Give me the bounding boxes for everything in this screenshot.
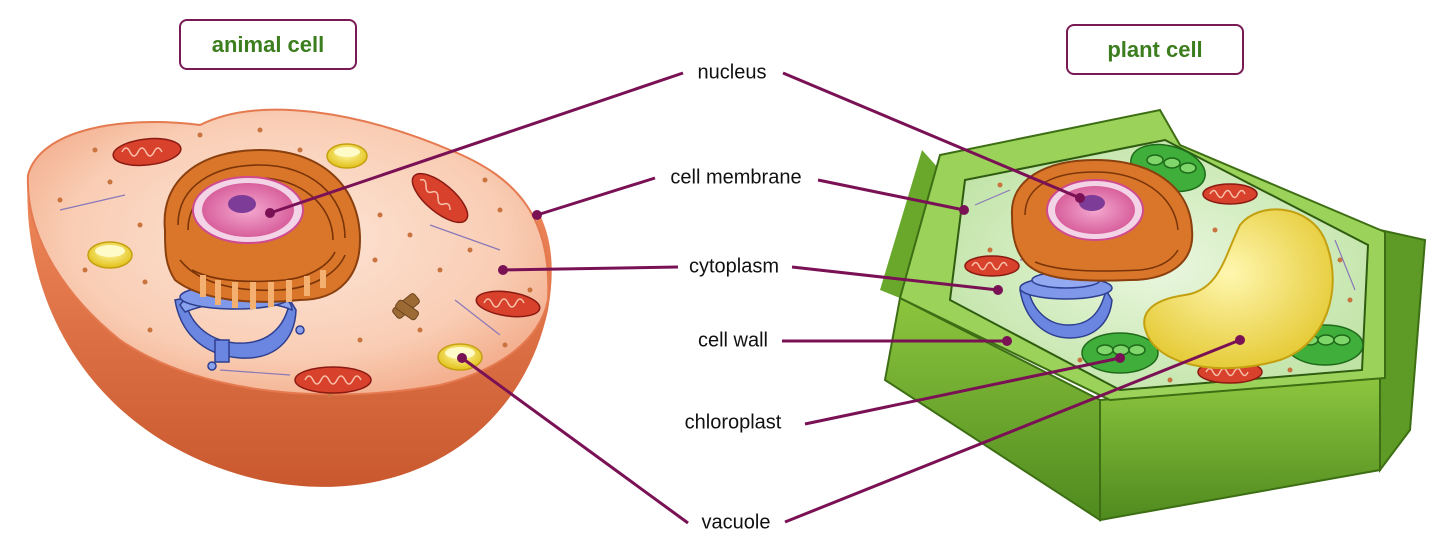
leader-cytoplasm-animal xyxy=(502,265,679,272)
plant-vacuole xyxy=(1143,208,1334,370)
plant-wall-front-side xyxy=(1099,376,1381,522)
animal-cell-title: animal cell xyxy=(179,19,357,70)
leader-vacuole-animal xyxy=(461,356,689,525)
label-cytoplasm: cytoplasm xyxy=(688,255,780,278)
plant-cell xyxy=(880,108,1427,522)
leader-nucleus-plant xyxy=(782,71,1081,200)
plant-wall-right-side xyxy=(1379,228,1427,473)
leader-nucleus-animal xyxy=(269,71,684,215)
animal-centriole xyxy=(392,293,420,321)
label-chloroplast: chloroplast xyxy=(684,411,782,434)
leader-cell-membrane-plant xyxy=(817,178,965,212)
animal-mitochondria xyxy=(112,137,541,394)
leader-vacuole-plant xyxy=(784,338,1241,524)
label-cell-wall: cell wall xyxy=(697,329,769,352)
leader-dots xyxy=(265,193,1245,363)
label-nucleus: nucleus xyxy=(697,61,767,84)
animal-vacuole-top xyxy=(326,143,368,169)
plant-wall-left-top xyxy=(880,150,940,298)
animal-cell xyxy=(26,108,552,487)
label-vacuole: vacuole xyxy=(701,511,771,534)
plant-cell-title: plant cell xyxy=(1066,24,1244,75)
leader-lines xyxy=(269,71,1241,525)
animal-vacuole-left xyxy=(87,241,133,269)
leader-cytoplasm-plant xyxy=(791,265,999,292)
leader-cell-membrane-animal xyxy=(536,176,656,217)
label-cell-membrane: cell membrane xyxy=(670,166,802,189)
leader-chloroplast xyxy=(804,356,1121,426)
animal-nucleus xyxy=(192,176,304,244)
animal-filaments xyxy=(59,194,501,376)
